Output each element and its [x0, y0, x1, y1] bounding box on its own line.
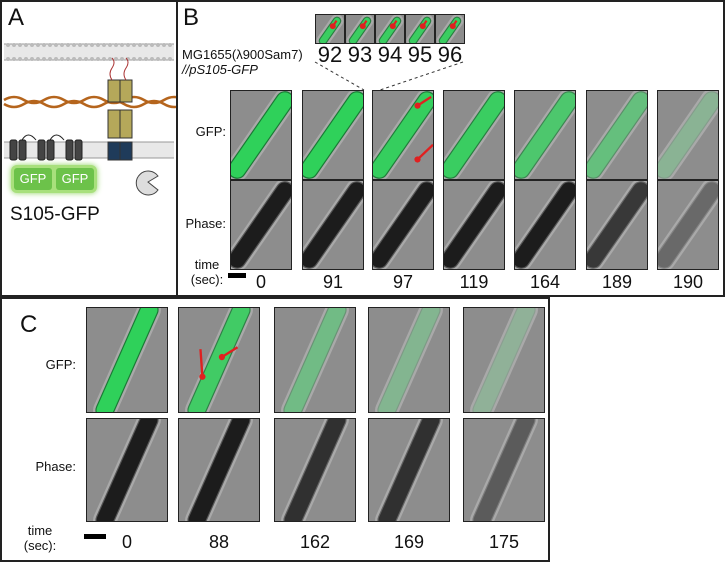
construct-name: S105-GFP [10, 204, 100, 225]
panel-b-letter: B [183, 4, 200, 31]
gfp-box: GFP [56, 168, 94, 190]
phase-frame [178, 418, 260, 522]
phase-frame [230, 180, 292, 270]
gfp-frame [586, 90, 648, 180]
gfp-row-label: GFP: [195, 124, 226, 139]
time-value: 190 [672, 272, 704, 292]
phase-frame [463, 418, 545, 522]
phase-frame [274, 418, 356, 522]
phase-row-label: Phase: [185, 216, 226, 231]
strain-line-1: MG1655(λ900Sam7) [182, 47, 303, 62]
inner-membrane [4, 141, 174, 159]
time-value: 0 [255, 272, 266, 292]
membrane-schematic [3, 43, 176, 196]
mini-frame-time: 94 [377, 42, 403, 67]
mini-frame [375, 14, 405, 44]
phase-frame [514, 180, 576, 270]
time-value: 91 [322, 272, 344, 292]
mini-frame [315, 14, 345, 44]
phase-row-label: Phase: [35, 459, 76, 474]
gfp-frame [443, 90, 505, 180]
phase-frame [302, 180, 364, 270]
time-label-line-2: (sec): [190, 272, 224, 287]
holin-proteins [9, 134, 83, 161]
scale-bar [84, 534, 106, 539]
phase-frame [586, 180, 648, 270]
gfp-frame [178, 307, 260, 413]
strain-label: MG1655(λ900Sam7) //pS105-GFP [182, 47, 303, 77]
mini-frame-time: 92 [317, 42, 343, 67]
phase-frame [368, 418, 450, 522]
time-value: 0 [121, 532, 132, 552]
gfp-frame [230, 90, 292, 180]
time-value: 162 [299, 532, 331, 552]
gfp-frame [274, 307, 356, 413]
strain-line-2: //pS105-GFP [182, 62, 258, 77]
time-value: 97 [392, 272, 414, 292]
endolysin-icon [135, 170, 159, 196]
mini-frame [345, 14, 375, 44]
scale-bar [228, 273, 246, 278]
gfp-row-label: GFP: [45, 357, 76, 372]
mini-frame-time: 96 [437, 42, 463, 67]
panel-a: A [0, 0, 178, 297]
gfp-frame [514, 90, 576, 180]
time-label-line-1: time [27, 523, 53, 538]
phase-frame [443, 180, 505, 270]
time-label: time (sec): [186, 257, 228, 287]
mini-frame [435, 14, 465, 44]
mini-frame-time: 95 [407, 42, 433, 67]
time-value: 119 [459, 272, 489, 292]
phase-frame [86, 418, 168, 522]
time-label-line-2: (sec): [23, 538, 57, 553]
time-label-line-1: time [194, 257, 220, 272]
gfp-box: GFP [14, 168, 52, 190]
mini-frame-time: 93 [347, 42, 373, 67]
peptidoglycan-layer [3, 95, 176, 109]
time-value: 169 [393, 532, 425, 552]
panel-a-letter: A [8, 4, 25, 31]
gfp-box-pair: GFP GFP [11, 165, 97, 193]
panel-c: C GFP: Phase: [0, 297, 550, 562]
phase-frame [372, 180, 434, 270]
gfp-frame [302, 90, 364, 180]
outer-membrane [4, 43, 174, 61]
panel-b: B 92 93 94 95 96 MG1655(λ900Sam7) //pS10… [176, 0, 725, 297]
gfp-frame [657, 90, 719, 180]
time-value: 189 [601, 272, 633, 292]
gfp-frame [86, 307, 168, 413]
phase-frame [657, 180, 719, 270]
time-value: 88 [208, 532, 230, 552]
gfp-frame [372, 90, 434, 180]
time-value: 164 [529, 272, 561, 292]
gfp-frame [368, 307, 450, 413]
gfp-frame [463, 307, 545, 413]
spanin-complex [107, 57, 133, 161]
time-value: 175 [488, 532, 520, 552]
time-label: time (sec): [16, 523, 64, 553]
mini-frame [405, 14, 435, 44]
panel-c-letter: C [20, 311, 38, 338]
